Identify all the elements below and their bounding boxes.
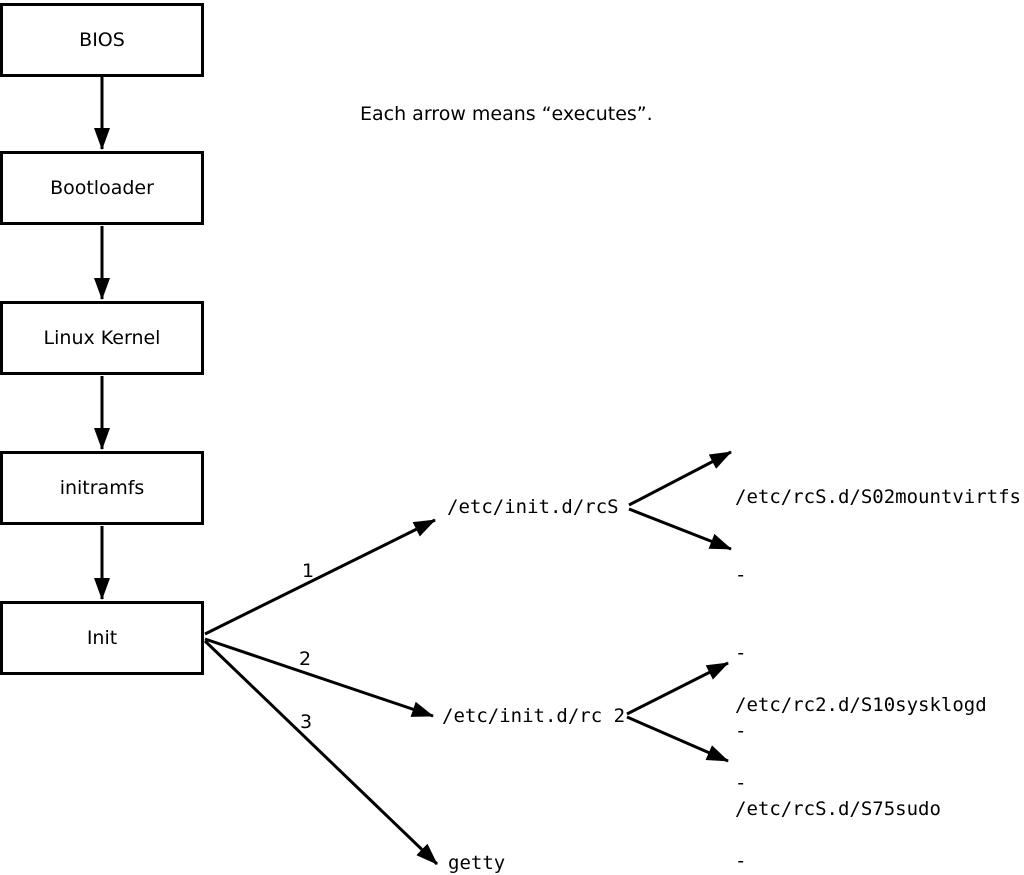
legend-note: Each arrow means “executes”. [360, 103, 653, 125]
node-linux-kernel-label: Linux Kernel [43, 327, 161, 349]
node-bios: BIOS [0, 3, 204, 77]
rcs-child-ellipsis-dash: - [735, 642, 747, 664]
node-init: Init [0, 601, 204, 675]
node-initramfs-label: initramfs [59, 477, 145, 499]
rc2-child-ellipsis-dash: - [735, 772, 747, 794]
node-bootloader: Bootloader [0, 151, 204, 225]
rcs-child-s75sudo: /etc/rcS.d/S75sudo [735, 798, 941, 820]
branch-number-2: 2 [298, 648, 312, 670]
arrow-rcs-to-s75sudo [628, 507, 732, 551]
rcs-child-ellipsis-dash: - [735, 720, 747, 742]
target-init-d-rcs: /etc/init.d/rcS [447, 496, 619, 518]
target-init-d-rc2: /etc/init.d/rc 2 [442, 705, 626, 727]
target-getty: getty [448, 852, 506, 874]
arrow-init-to-rc2 [204, 637, 434, 718]
arrow-rc2-to-s10sysklogd [626, 661, 729, 716]
branch-number-1: 1 [301, 560, 315, 582]
arrow-rcs-to-s02mountvirtfs [628, 450, 732, 507]
node-linux-kernel: Linux Kernel [0, 301, 204, 375]
node-init-label: Init [86, 627, 118, 649]
rc2-child-ellipsis-dash: - [735, 850, 747, 872]
rcs-children-list: /etc/rcS.d/S02mountvirtfs - - - /etc/rcS… [735, 432, 1021, 874]
node-bios-label: BIOS [79, 29, 125, 51]
rc2-child-s10sysklogd: /etc/rc2.d/S10sysklogd [735, 694, 987, 716]
node-bootloader-label: Bootloader [50, 177, 154, 199]
arrow-init-to-rcs [204, 518, 436, 636]
arrow-rc2-to-s99gdm [626, 715, 729, 763]
node-initramfs: initramfs [0, 451, 204, 525]
branch-number-3: 3 [299, 711, 313, 733]
rcs-child-ellipsis-dash: - [735, 564, 747, 586]
rc2-children-list: /etc/rc2.d/S10sysklogd - - - /etc/rc2.d/… [735, 640, 987, 875]
rcs-child-s02mountvirtfs: /etc/rcS.d/S02mountvirtfs [735, 486, 1021, 508]
arrow-init-to-getty [203, 639, 439, 866]
